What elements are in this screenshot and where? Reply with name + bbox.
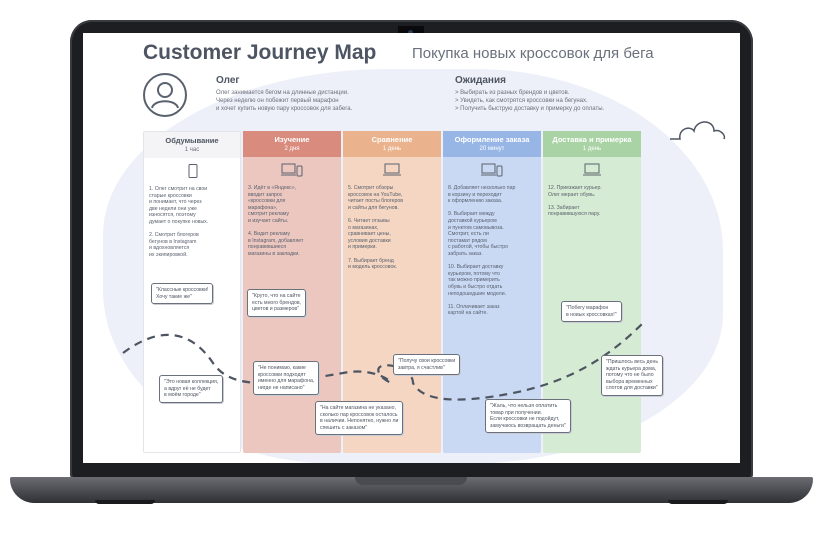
quote-bubble: "Жаль, что нельзя оплатить товар при пол… (485, 399, 571, 434)
quote-bubble: "Это новая коллекция, а вдруг её не буде… (159, 375, 224, 403)
quote-bubble: "На сайте магазина не указано, сколько п… (315, 401, 404, 436)
stage-steps: 8. Добавляет несколько пар в корзину и п… (448, 185, 516, 317)
stage-duration: 1 час (184, 147, 200, 153)
laptop-foot (95, 500, 155, 504)
map-subtitle: Покупка новых кроссовок для бега (412, 45, 654, 62)
stage-header: Изучение 2 дня (243, 131, 341, 157)
user-avatar-icon (143, 73, 187, 117)
stage-name: Изучение (274, 135, 310, 144)
map-title: Customer Journey Map (143, 41, 377, 64)
stage-duration: 1 день (382, 146, 402, 152)
stage-steps: 3. Идёт в «Яндекс», вводит запрос «кросс… (248, 185, 304, 257)
stage-steps: 1. Олег смотрит на свои старые кроссовки… (149, 186, 209, 258)
stage-name: Оформление заказа (454, 135, 530, 144)
expectations-title: Ожидания (455, 75, 506, 86)
quote-bubble: "Побегу марафон в новых кроссовках!" (561, 301, 622, 323)
persona-name: Олег (216, 75, 240, 86)
stage-header: Доставка и примерка 1 день (543, 131, 641, 157)
quote-bubble: "Круто, что на сайте есть много брендов,… (247, 289, 307, 317)
expectations-list: > Выбирать из разных брендов и цветов. >… (455, 90, 605, 112)
laptop-screen: Customer Journey Map Покупка новых кросс… (83, 33, 740, 463)
stage-steps: 5. Смотрит обзоры кроссовок на YouTube, … (348, 185, 404, 271)
laptop-phone-icon (481, 163, 503, 177)
laptop-icon (583, 163, 601, 176)
stage-name: Доставка и примерка (552, 135, 632, 144)
stage-header: Обдумывание 1 час (144, 132, 240, 158)
stage-duration: 20 минут (479, 146, 505, 152)
laptop-hinge (355, 477, 467, 485)
cloud-icon (670, 121, 726, 140)
laptop-phone-icon (281, 163, 303, 177)
quote-bubble: "Не понимаю, какие кроссовки подходят им… (253, 361, 320, 396)
smartphone-icon (188, 164, 198, 178)
laptop-icon (383, 163, 401, 176)
quote-bubble: "Классные кроссовки! Хочу такие же" (151, 283, 214, 305)
quote-bubble: "Пришлось весь день ждать курьера дома, … (601, 355, 664, 396)
stage-header: Оформление заказа 20 минут (443, 131, 541, 157)
quote-bubble: "Получу свои кроссовки завтра, я счастли… (393, 354, 461, 376)
stage-steps: 12. Приезжает курьер. Олег мерает обувь.… (548, 185, 602, 218)
stage-name: Сравнение (371, 135, 413, 144)
stage-duration: 2 дня (284, 146, 300, 152)
laptop-foot (668, 500, 728, 504)
stage-duration: 1 день (582, 146, 602, 152)
stage-header: Сравнение 1 день (343, 131, 441, 157)
persona-description: Олег занимается бегом на длинные дистанц… (216, 90, 353, 112)
stage-name: Обдумывание (165, 136, 219, 145)
